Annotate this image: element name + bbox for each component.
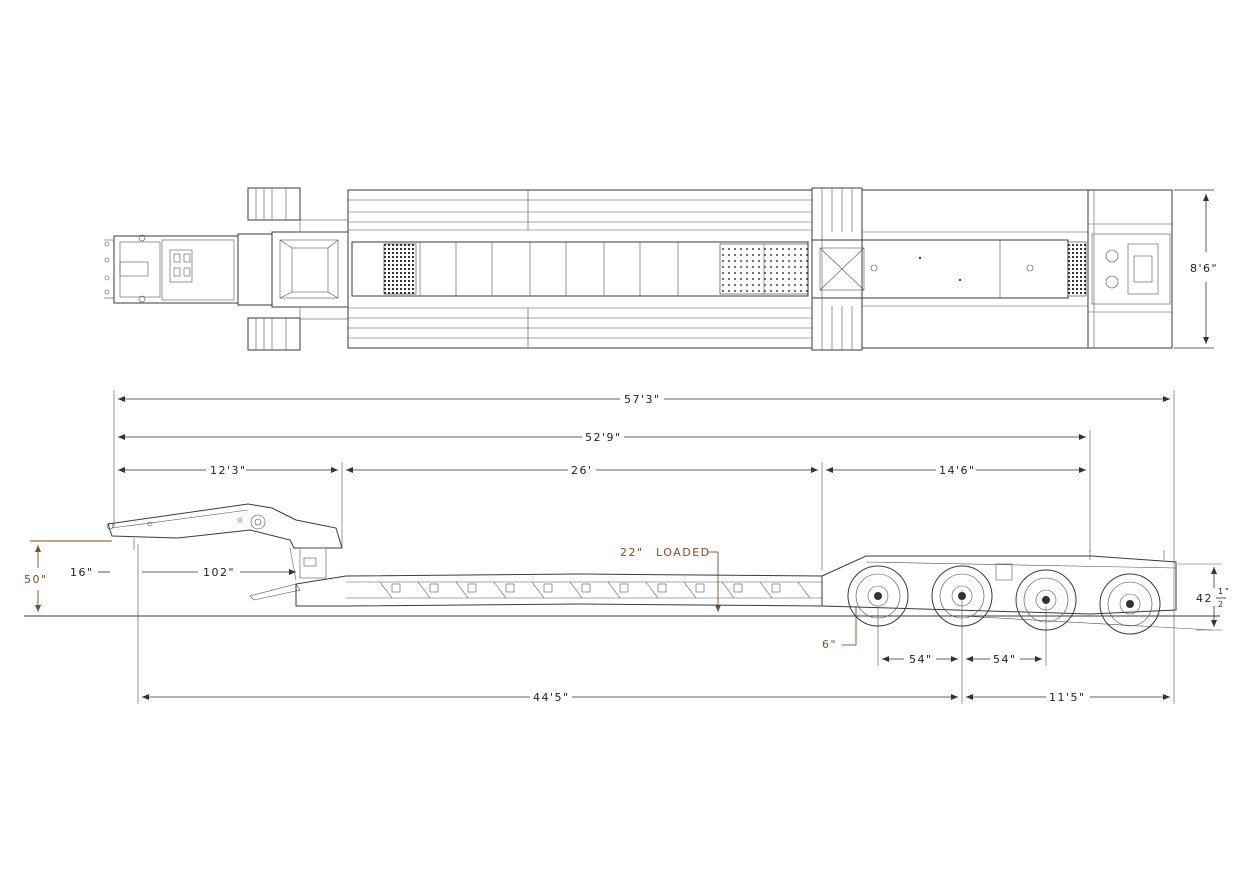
dim-length-44: 44'5" <box>533 691 570 704</box>
dim-width-label: 8'6" <box>1190 262 1218 275</box>
dim-axle-spacing-2: 54" <box>993 653 1017 666</box>
side-wheel-1 <box>847 565 909 627</box>
dim-ground-clearance: 6" <box>822 638 837 651</box>
dim-gooseneck: 12'3" <box>210 464 247 477</box>
dim-loaded-height: 22" <box>620 546 644 559</box>
dim-length-52: 52'9" <box>585 431 622 444</box>
dim-loaded-label: LOADED <box>656 546 711 559</box>
dim-kingpin-to-deck: 102" <box>203 566 235 579</box>
side-wheel-2 <box>931 565 993 627</box>
side-wheel-4 <box>1099 573 1161 635</box>
side-rear-section <box>821 555 1177 615</box>
dim-rear-section: 14'6" <box>939 464 976 477</box>
top-view: 8'6" <box>104 187 1218 351</box>
dim-deck: 26' <box>571 464 593 477</box>
top-rear-section <box>861 189 1089 349</box>
dim-axle-spacing-1: 54" <box>909 653 933 666</box>
dim-front-height: 50" <box>24 573 48 586</box>
dim-front-overhang: 16" <box>70 566 94 579</box>
top-front-wheel-upper <box>247 187 301 221</box>
side-wheel-3 <box>1015 569 1077 631</box>
side-gooseneck <box>107 503 343 549</box>
dim-rear-height-unit: " <box>1225 587 1229 596</box>
dim-rear-height-den: 2 <box>1218 600 1223 609</box>
dim-rear-height-num: 1 <box>1218 587 1223 596</box>
dim-rear-height-whole: 42 <box>1196 592 1213 605</box>
dim-overall-length: 57'3" <box>624 393 661 406</box>
dim-rear-length: 11'5" <box>1049 691 1086 704</box>
top-gooseneck-plate <box>113 235 239 304</box>
side-view: 57'3" 52'9" 12'3" 26' 14'6" 50" 16" 102" <box>24 390 1229 704</box>
side-main-deck <box>295 573 823 607</box>
top-front-wheel-lower <box>247 317 301 351</box>
